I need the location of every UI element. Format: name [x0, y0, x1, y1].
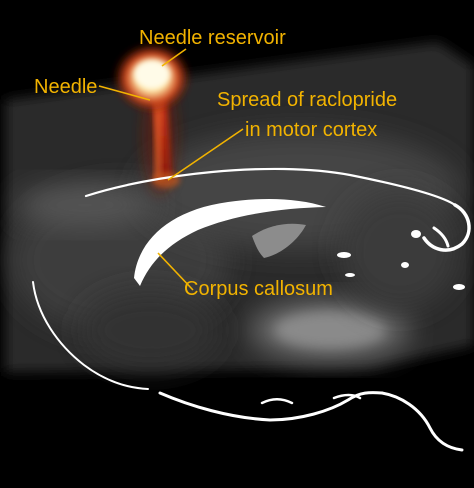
corpus-callosum-label: Corpus callosum	[184, 277, 333, 301]
needle-reservoir-label: Needle reservoir	[139, 26, 286, 50]
raclopride-spread-label-line2: in motor cortex	[245, 118, 377, 142]
needle-label: Needle	[34, 75, 97, 99]
raclopride-spread-label-line1: Spread of raclopride	[217, 88, 397, 112]
